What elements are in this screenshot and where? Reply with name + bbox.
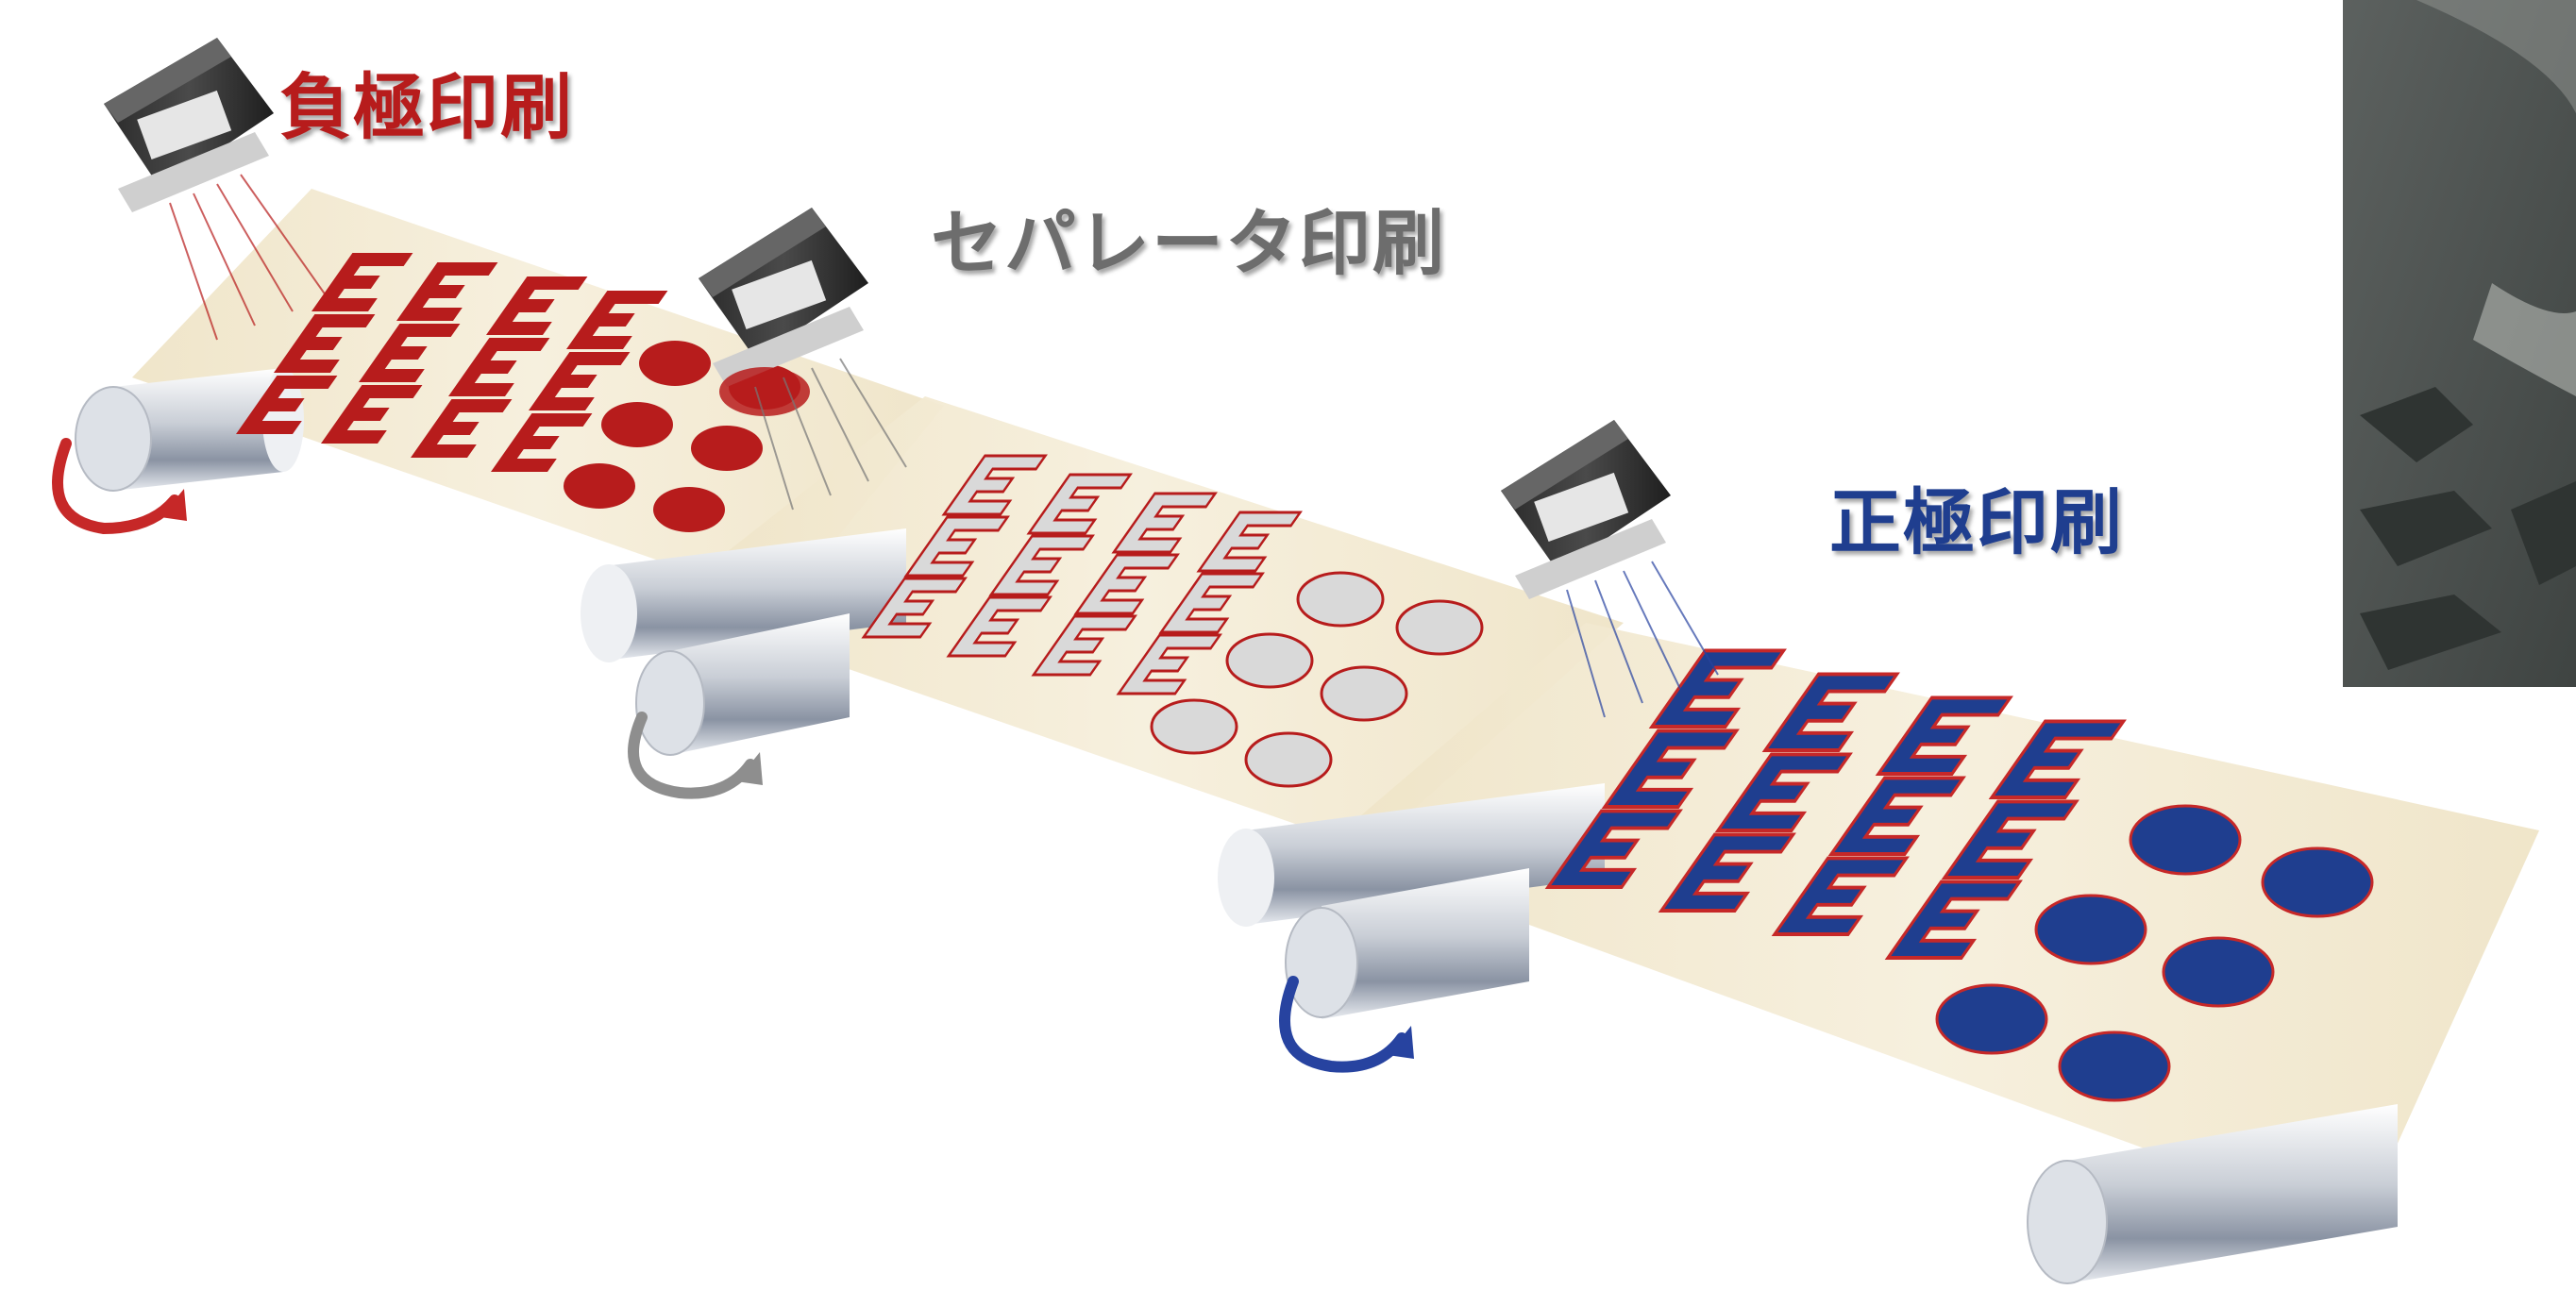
label-positive-printing: 正極印刷 xyxy=(1829,480,2124,564)
print-head-separator xyxy=(699,208,907,511)
sample-photo-inset xyxy=(2343,0,2576,687)
rotation-arrow-negative xyxy=(52,438,187,535)
roller-positive-lower xyxy=(1285,868,1529,1019)
label-negative-printing: 負極印刷 xyxy=(279,65,574,149)
roller-separator-lower xyxy=(635,613,850,756)
positive-electrode-patterns xyxy=(1548,650,2374,1102)
web-section-separator xyxy=(581,396,1624,849)
rotation-arrow-positive xyxy=(1279,976,1414,1073)
rotation-arrow-separator xyxy=(628,712,763,799)
print-head-negative xyxy=(104,38,331,341)
roller-negative xyxy=(75,368,304,492)
label-separator-printing: セパレータ印刷 xyxy=(931,201,1446,285)
web-section-negative xyxy=(52,189,944,604)
roller-positive-end xyxy=(2027,1104,2398,1284)
web-section-positive xyxy=(1218,623,2539,1284)
print-head-positive xyxy=(1501,420,1719,718)
separator-patterns xyxy=(862,454,1484,788)
